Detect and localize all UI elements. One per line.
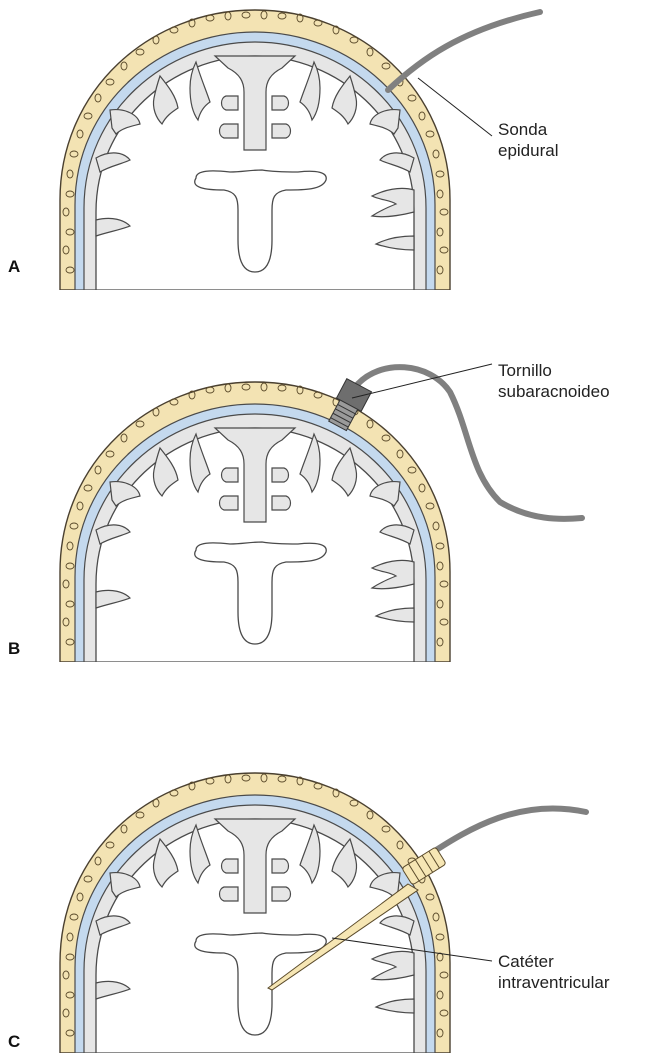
panel-letter: A xyxy=(8,257,20,276)
head-diagram-c: Catéter intraventricular C xyxy=(0,758,656,1053)
label-line-2: intraventricular xyxy=(498,973,610,992)
head-diagram-b: Tornillo subaracnoideo B xyxy=(0,362,656,662)
catheter-cable xyxy=(430,808,586,854)
label-line-1: Sonda xyxy=(498,120,548,139)
panel-letter: B xyxy=(8,639,20,658)
panel-b: Tornillo subaracnoideo B xyxy=(0,362,656,662)
label-line-1: Catéter xyxy=(498,952,554,971)
panel-letter: C xyxy=(8,1032,20,1051)
epidural-probe xyxy=(388,12,540,90)
head-diagram-a: Sonda epidural A xyxy=(0,0,656,290)
label-line-2: subaracnoideo xyxy=(498,382,610,401)
label-line-1: Tornillo xyxy=(498,362,552,380)
label-line-2: epidural xyxy=(498,141,559,160)
panel-a: Sonda epidural A xyxy=(0,0,656,290)
panel-c: Catéter intraventricular C xyxy=(0,758,656,1053)
